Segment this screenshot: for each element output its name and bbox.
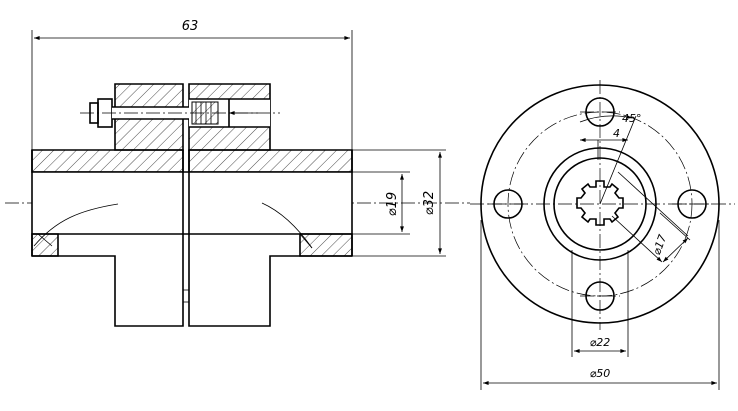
dimension-overall-length: 63: [31, 19, 353, 150]
angle-dimension: 45° 4: [579, 112, 642, 205]
left-hub-bottom-wall: [31, 233, 59, 257]
bore-circle: [553, 157, 647, 251]
front-section-view: 63 ⌀19 ⌀32: [5, 19, 470, 327]
dimension-hub-diameter: ⌀32: [352, 149, 446, 257]
right-hub-top-wall: [188, 149, 353, 173]
label-spline: ⌀17: [650, 233, 669, 257]
label-bore: ⌀19: [385, 192, 400, 216]
right-hub-bottom-wall: [299, 233, 353, 257]
bore-cavity: [32, 172, 352, 234]
flange-outer-circle: [480, 84, 720, 324]
end-view: 45° 4 ⌀17 ⌀22 ⌀50: [470, 80, 735, 390]
dimension-spline-diameter: ⌀17: [611, 171, 691, 263]
label-outer: ⌀50: [590, 367, 611, 380]
label-inner: ⌀22: [590, 336, 611, 349]
right-bottom-outline: [188, 150, 352, 327]
bolt-circle: [507, 111, 693, 297]
right-bore-curve: [261, 202, 313, 249]
bolt-assembly: [80, 98, 280, 128]
label-angle: 45°: [622, 112, 642, 125]
label-hub: ⌀32: [422, 191, 437, 215]
left-bottom-outline: [32, 150, 184, 327]
left-bore-curve: [33, 203, 119, 247]
right-bore-chamfer: [299, 233, 313, 249]
label-offset: 4: [613, 127, 620, 140]
left-hub-top-wall: [31, 149, 184, 173]
dimension-bore-diameter: ⌀19: [352, 171, 410, 235]
hub-circle: [543, 147, 657, 261]
label-length: 63: [182, 19, 199, 34]
dimension-outer-diameter: ⌀50: [480, 220, 720, 390]
spline-profile: [576, 180, 624, 226]
left-bore-chamfer: [37, 233, 53, 247]
dimension-inner-diameter: ⌀22: [571, 250, 629, 357]
